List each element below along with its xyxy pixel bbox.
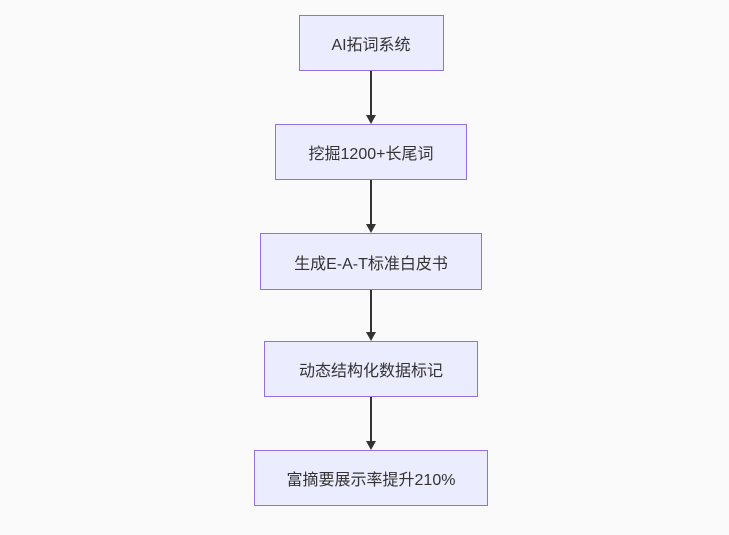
arrow-down-icon [366, 180, 376, 233]
arrow-down-icon [366, 71, 376, 124]
arrowhead-icon [366, 332, 376, 341]
arrow-down-icon [366, 290, 376, 341]
arrow-down-icon [366, 397, 376, 450]
node-eat-whitepaper-generation: 生成E-A-T标准白皮书 [260, 233, 482, 290]
node-rich-snippet-rate-result: 富摘要展示率提升210% [254, 450, 488, 506]
node-ai-word-expansion-system: AI拓词系统 [298, 15, 444, 71]
arrow-shaft [370, 180, 372, 224]
arrowhead-icon [366, 441, 376, 450]
flowchart: AI拓词系统 挖掘1200+长尾词 生成E-A-T标准白皮书 动态结构化数据标记… [221, 15, 521, 506]
node-longtail-keyword-mining: 挖掘1200+长尾词 [275, 124, 467, 180]
arrow-shaft [370, 397, 372, 441]
arrow-shaft [370, 290, 372, 332]
node-dynamic-structured-data-markup: 动态结构化数据标记 [264, 341, 478, 397]
arrow-shaft [370, 71, 372, 115]
arrowhead-icon [366, 224, 376, 233]
arrowhead-icon [366, 115, 376, 124]
